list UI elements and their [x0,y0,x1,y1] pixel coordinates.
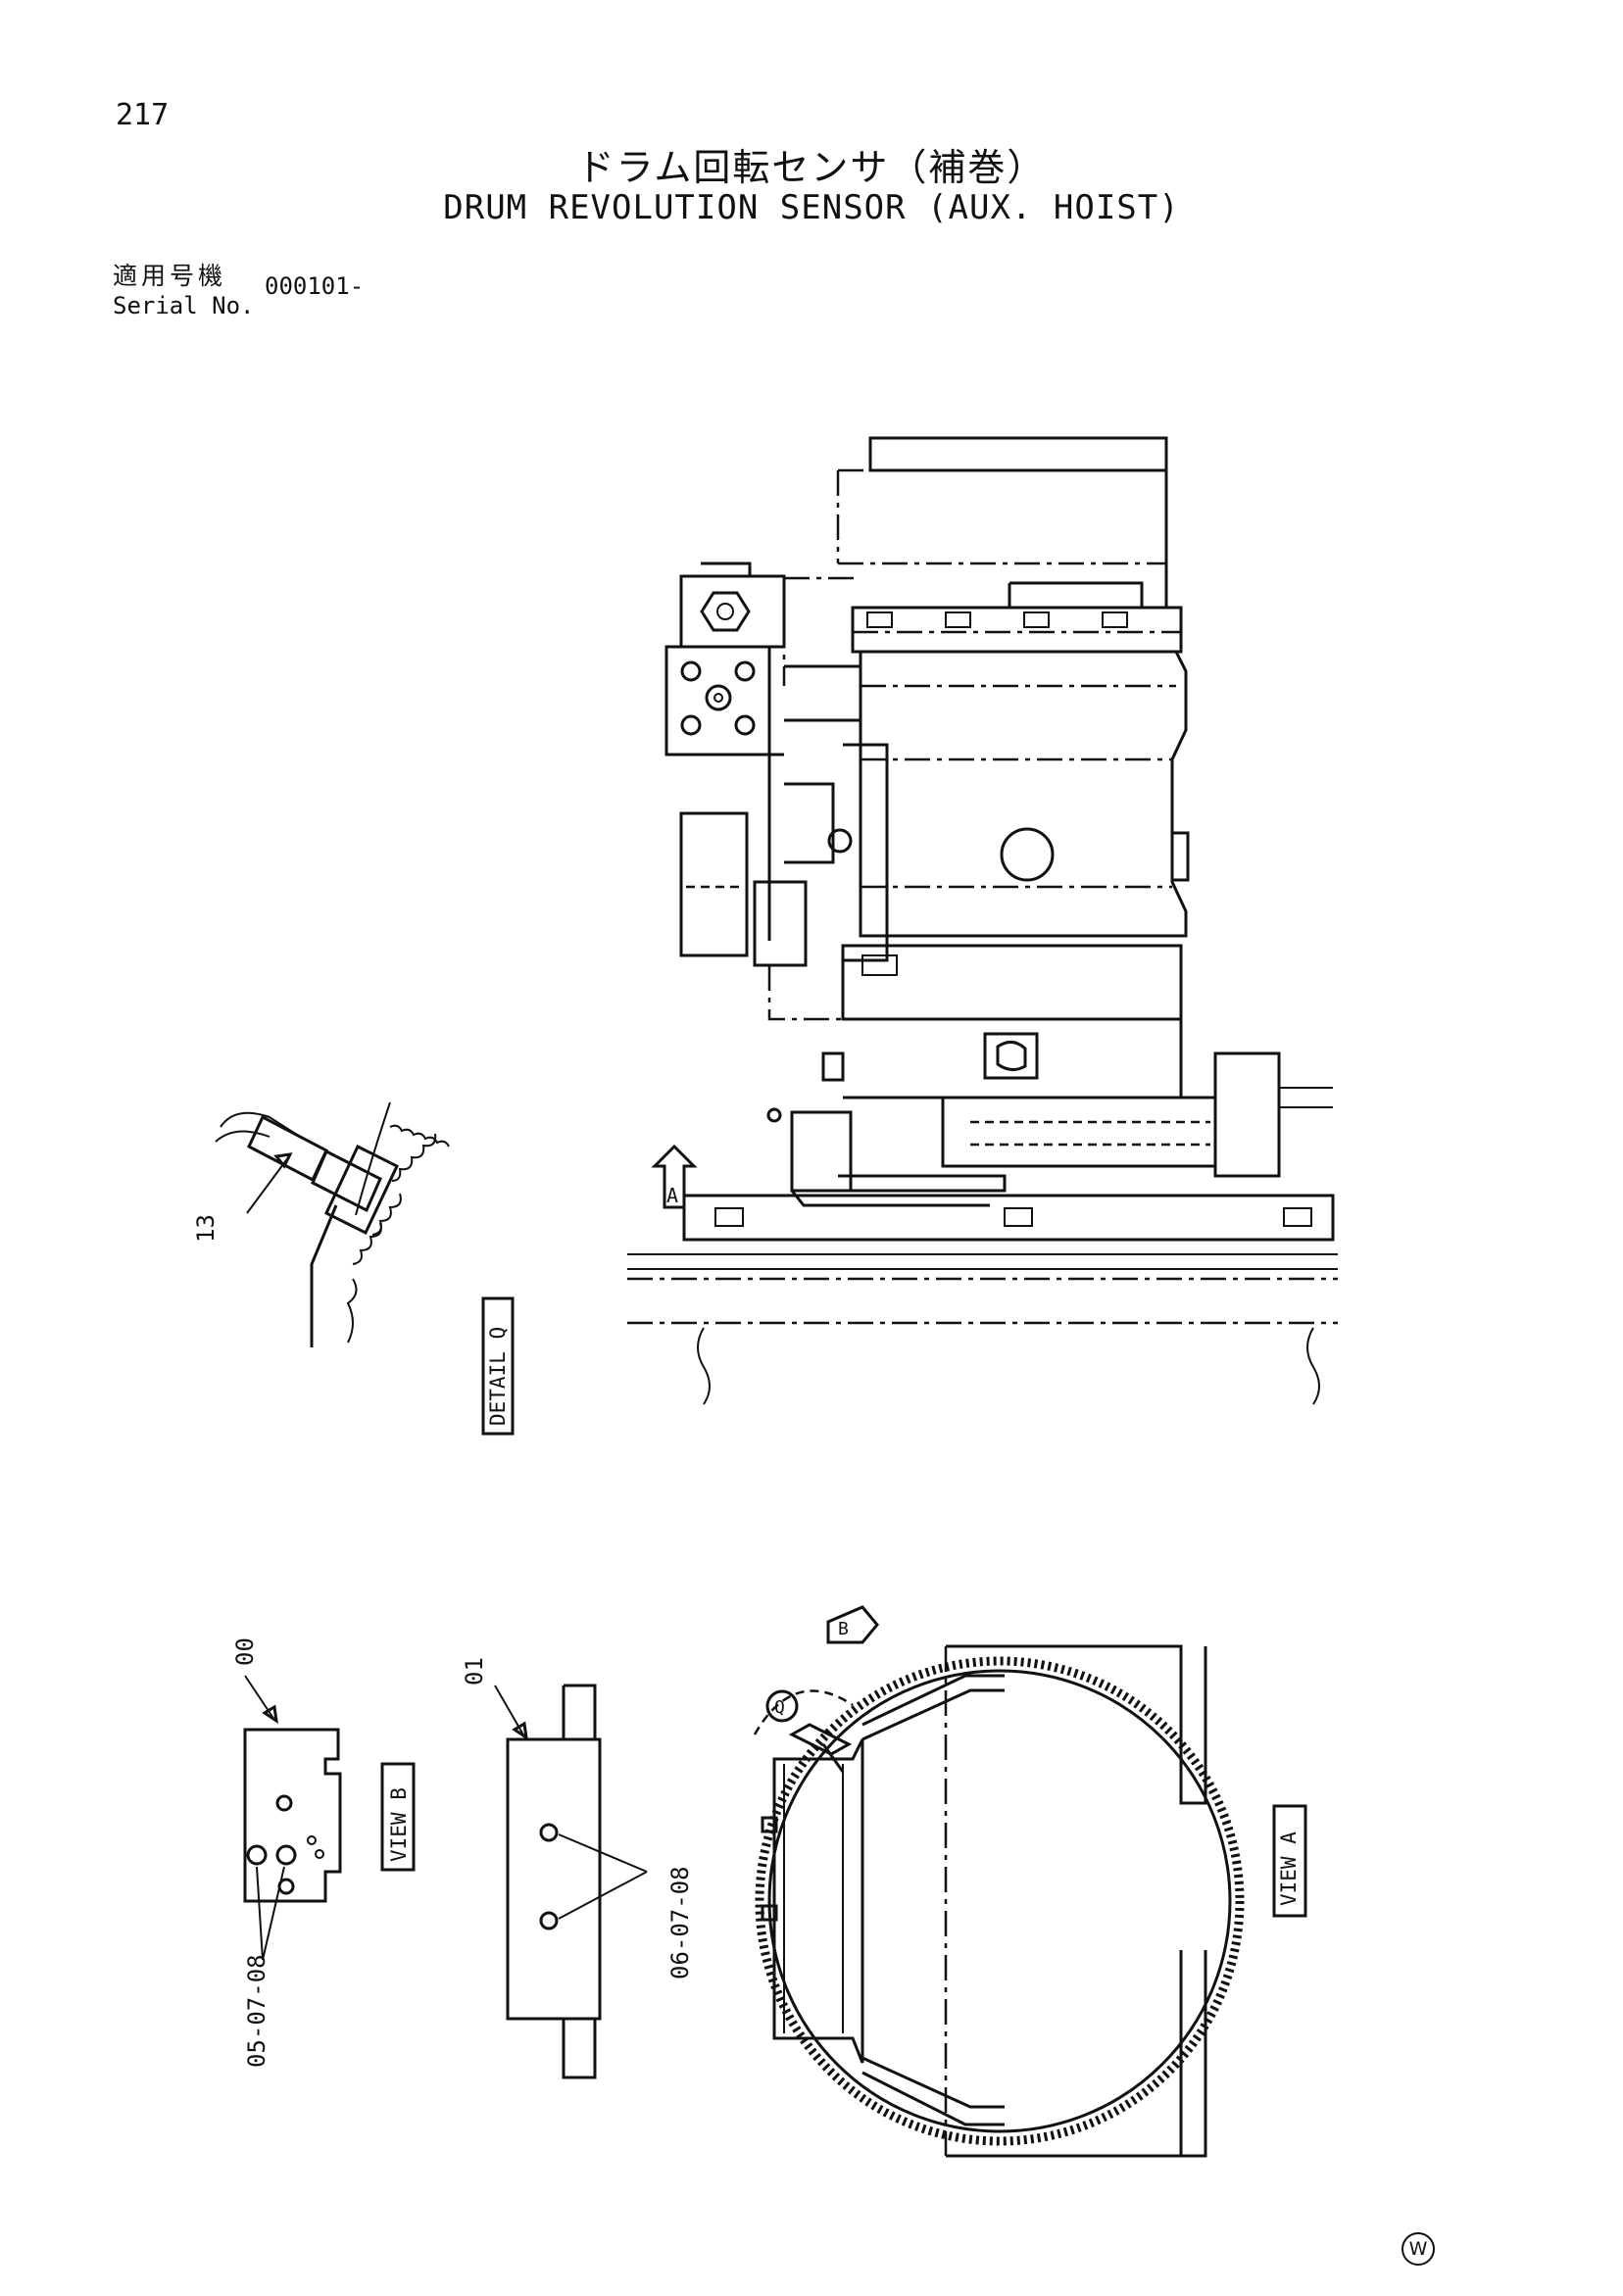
bracket-part-00: 00 05-07-08 VIEW B [231,1637,416,2068]
title-japanese: ドラム回転センサ（補巻） [576,146,1047,189]
view-b-arrow-label: B [838,1619,849,1639]
serial-number-value: 000101- [265,272,365,300]
callout-sensor: 13 [192,1214,220,1243]
detail-q-label: DETAIL Q [486,1327,510,1426]
detail-q: 13 DETAIL Q [192,1101,515,1436]
detail-q-circle-label: Q [774,1697,785,1718]
serial-label-english: Serial No. [113,292,255,319]
page-number: 217 [116,98,170,132]
callout-plate: 01 [461,1657,488,1685]
plate-part-01: 01 06-07-08 [461,1657,694,2079]
callout-bracket: 00 [231,1637,259,1666]
view-a-drum: B Q VIEW A [753,1605,1307,2158]
corner-mark: W [1402,2232,1435,2266]
view-b-label: VIEW B [387,1787,411,1862]
view-a-arrow-label: A [666,1184,678,1207]
serial-label-japanese: 適用号機 [113,262,227,290]
callout-bolt-bracket: 05-07-08 [243,1954,270,2068]
callout-bolt-plate: 06-07-08 [666,1866,694,1979]
view-a-label: VIEW A [1277,1832,1301,1906]
title-english: DRUM REVOLUTION SENSOR (AUX. HOIST) [443,188,1180,227]
winch-assembly: A [627,436,1338,1405]
